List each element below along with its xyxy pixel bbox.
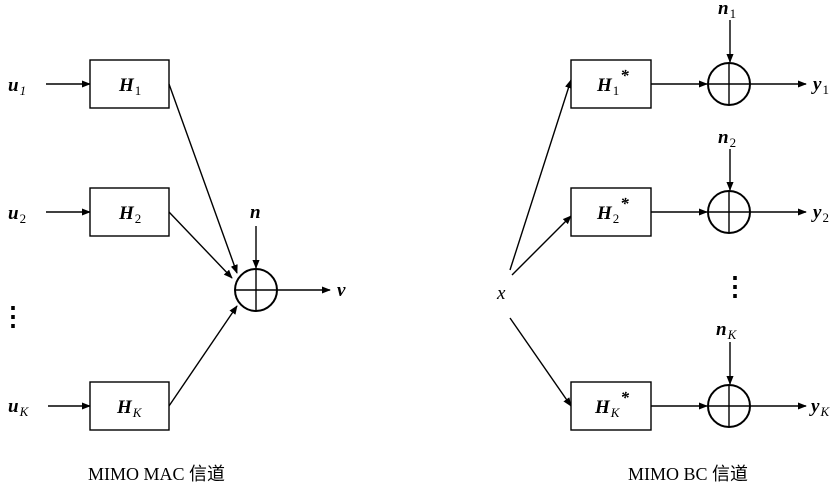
bc-summing-junction-1: [707, 62, 751, 106]
mac-ellipsis: ⋮: [0, 302, 26, 331]
bc-link-x-h2: [511, 215, 572, 276]
bc-diagram: x H1* n1 y1 H2* n2 y2 ⋮: [496, 0, 830, 484]
mac-input-u2: u2: [8, 203, 26, 226]
mac-noise-label: n: [250, 202, 261, 223]
mac-output-label: v: [337, 280, 346, 301]
bc-caption: MIMO BC 信道: [628, 464, 748, 484]
bc-link-x-hk: [509, 317, 572, 407]
bc-noise-1-label: n1: [718, 0, 736, 21]
mac-summing-junction: [234, 268, 278, 312]
mac-link-hk-sum: [168, 305, 238, 407]
bc-block-hk-label: HK*: [594, 388, 629, 420]
mac-diagram: u1 H1 u2 H2 ⋮ uK HK n v MIMO M: [0, 59, 346, 484]
mac-block-hk-label: HK: [116, 397, 143, 420]
bc-noise-2-label: n2: [718, 127, 736, 150]
bc-block-h2: [570, 187, 652, 237]
bc-block-h2-label: H2*: [596, 194, 629, 226]
bc-noise-k-label: nK: [716, 319, 738, 342]
bc-output-2-label: y2: [811, 202, 829, 225]
mac-link-h1-sum: [168, 83, 238, 274]
mac-link-h2-sum: [168, 211, 233, 279]
mac-block-h2: [89, 187, 170, 237]
bc-link-x-h1: [509, 79, 572, 271]
bc-output-1-label: y1: [811, 74, 829, 97]
mac-block-h2-label: H2: [118, 203, 141, 226]
mac-input-u1: u1: [8, 75, 26, 98]
bc-output-k-label: yK: [809, 396, 830, 419]
mac-caption: MIMO MAC 信道: [88, 464, 225, 484]
bc-block-hk: [570, 381, 652, 431]
bc-summing-junction-2: [707, 190, 751, 234]
mac-block-hk: [89, 381, 170, 431]
bc-block-h1-label: H1*: [596, 66, 629, 98]
mac-block-h1-label: H1: [118, 75, 141, 98]
mac-input-uk: uK: [8, 396, 30, 419]
bc-input-label: x: [496, 283, 506, 304]
bc-ellipsis: ⋮: [722, 272, 748, 301]
bc-summing-junction-k: [707, 384, 751, 428]
